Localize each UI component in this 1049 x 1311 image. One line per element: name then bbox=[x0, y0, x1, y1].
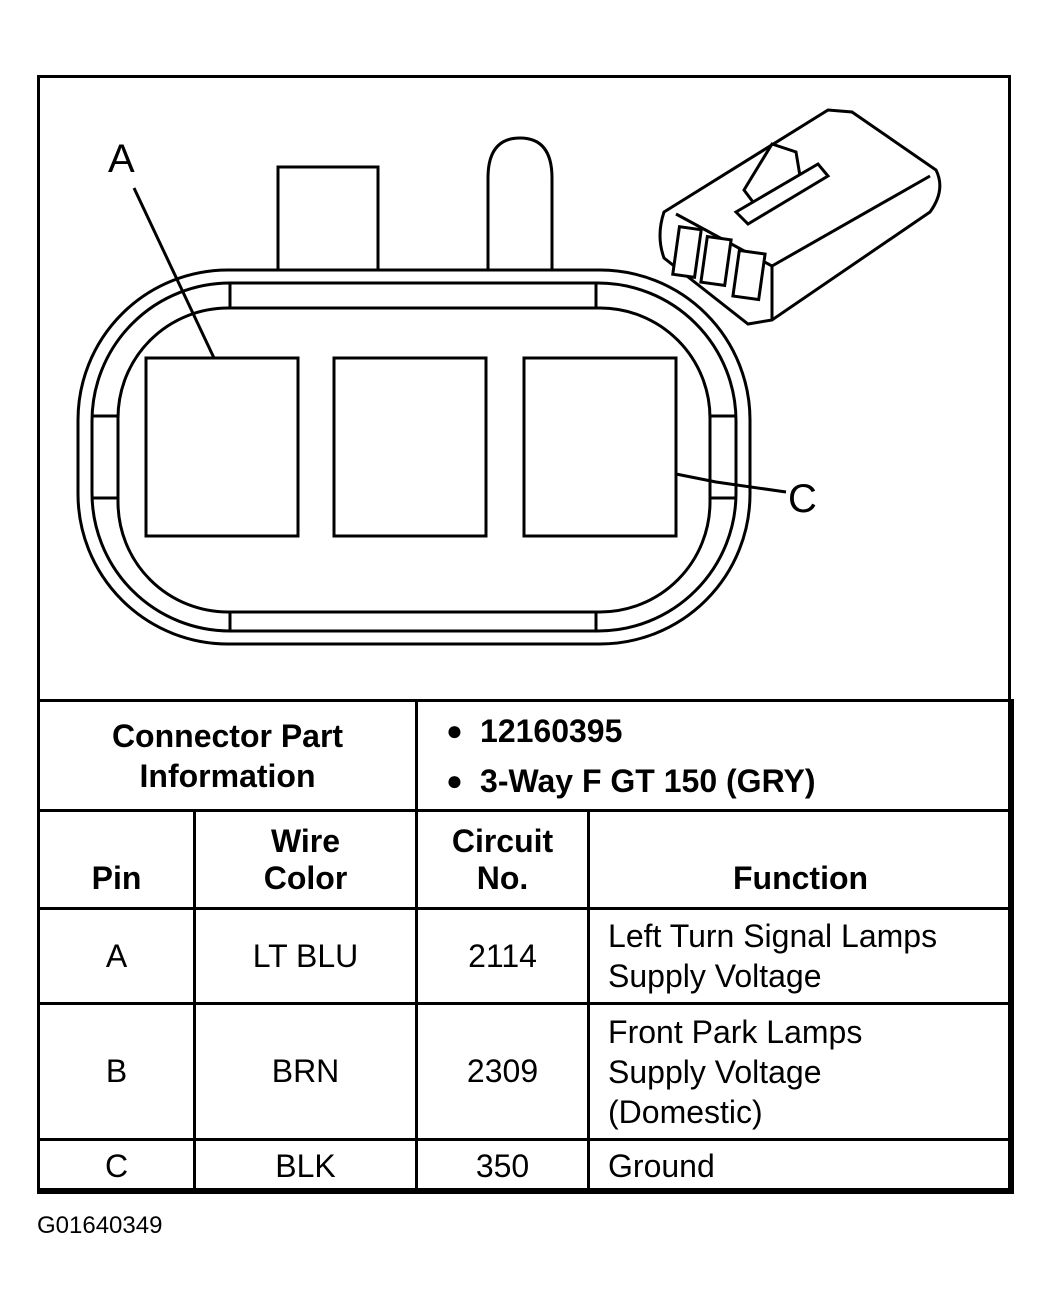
connector-tab bbox=[276, 165, 380, 277]
cavity-b bbox=[332, 356, 488, 538]
connector-face-diagram: A C bbox=[76, 108, 942, 646]
pin-cell: A bbox=[37, 907, 196, 1005]
callout-c-label: C bbox=[788, 477, 817, 521]
wire-color-cell: BLK bbox=[192, 1138, 419, 1194]
connector-outer-shell bbox=[76, 268, 752, 646]
table-row: C BLK 350 Ground bbox=[37, 1138, 1015, 1194]
connector-shell-rim bbox=[90, 281, 738, 633]
figure-id: G01640349 bbox=[37, 1212, 163, 1239]
circuit-cell: 2309 bbox=[415, 1002, 591, 1141]
bullet-icon: ● bbox=[446, 764, 463, 796]
connector-info-table: Connector Part Information ●12160395 ●3-… bbox=[36, 699, 1015, 1194]
header-function: Function bbox=[587, 809, 1015, 910]
connector-part-values: ●12160395 ●3-Way F GT 150 (GRY) bbox=[415, 699, 1015, 812]
connector-part-row: Connector Part Information ●12160395 ●3-… bbox=[36, 699, 1015, 812]
header-wire-color: Wire Color bbox=[192, 809, 419, 910]
connector-part-label: Connector Part Information bbox=[36, 699, 419, 812]
connector-key bbox=[486, 136, 554, 309]
connector-isometric-icon bbox=[658, 108, 942, 326]
header-circuit-no: Circuit No. bbox=[415, 809, 591, 910]
circuit-cell: 2114 bbox=[415, 907, 591, 1005]
function-cell: Front Park Lamps Supply Voltage (Domesti… bbox=[587, 1002, 1015, 1141]
header-pin: Pin bbox=[37, 809, 196, 910]
cavity-a bbox=[144, 356, 300, 538]
wire-color-cell: LT BLU bbox=[192, 907, 419, 1005]
connector-inner-face bbox=[116, 306, 712, 614]
leader-a bbox=[132, 187, 216, 359]
pin-cell: B bbox=[37, 1002, 196, 1141]
circuit-cell: 350 bbox=[415, 1138, 591, 1194]
part-number: ●12160395 bbox=[446, 706, 1011, 756]
cavity-c bbox=[522, 356, 678, 538]
bullet-icon: ● bbox=[446, 714, 463, 746]
wire-color-cell: BRN bbox=[192, 1002, 419, 1141]
function-cell: Ground bbox=[587, 1138, 1015, 1194]
callout-a-label: A bbox=[108, 137, 135, 181]
leader-c bbox=[675, 472, 787, 494]
table-row: A LT BLU 2114 Left Turn Signal Lamps Sup… bbox=[37, 907, 1015, 1005]
part-description: ●3-Way F GT 150 (GRY) bbox=[446, 756, 1011, 806]
pin-cell: C bbox=[37, 1138, 196, 1194]
table-header-row: Pin Wire Color Circuit No. Function bbox=[37, 809, 1015, 910]
table-row: B BRN 2309 Front Park Lamps Supply Volta… bbox=[37, 1002, 1015, 1141]
function-cell: Left Turn Signal Lamps Supply Voltage bbox=[587, 907, 1015, 1005]
